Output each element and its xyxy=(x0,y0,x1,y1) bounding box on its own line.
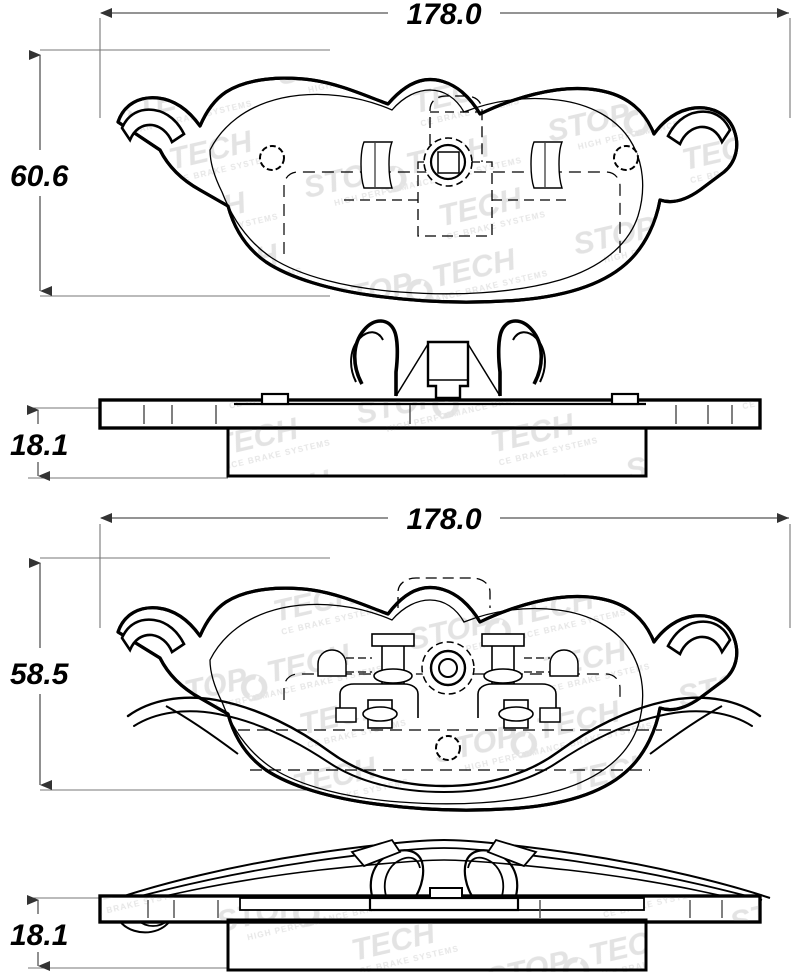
inner-edge-wire-lower xyxy=(125,847,763,901)
outer-pad-ear-notch-right xyxy=(666,110,732,146)
outer-pad-hole-right xyxy=(613,145,639,171)
outer-pad-slot-right xyxy=(530,141,564,189)
inner-edge-wire-upper xyxy=(117,838,771,899)
inner-edge-shim-center xyxy=(368,896,520,912)
inner-pad-side-detail-left xyxy=(317,649,372,677)
outer-pad-center-boss xyxy=(417,95,493,237)
inner-pad-clip-left xyxy=(335,633,419,729)
inner-edge-friction-block-overlay xyxy=(226,918,648,972)
clip-web-right xyxy=(467,343,501,397)
clip-center-tab xyxy=(426,340,470,400)
inner-pad-outline-overlay xyxy=(116,585,739,812)
inner-pad-clip-right xyxy=(477,633,561,729)
outer-pad-ear-notch-left xyxy=(120,108,186,144)
dimension-label-lower-width: 178.0 xyxy=(406,503,481,536)
outer-edge-tab-right xyxy=(610,392,640,406)
dimension-lower-width: 178.0 xyxy=(99,503,791,628)
inner-edge-center-tab xyxy=(429,887,463,899)
inner-pad-ear-notch-left xyxy=(120,618,186,654)
dimension-label-top-height: 60.6 xyxy=(10,160,69,193)
clip-arm-right-inner xyxy=(512,331,546,383)
inner-pad-center-tab xyxy=(397,577,491,608)
clip-arm-right xyxy=(496,319,544,396)
dimension-label-top-width: 178.0 xyxy=(406,0,481,31)
inner-edge-wire-third xyxy=(139,859,749,903)
view-anti-rattle-clip xyxy=(350,319,546,400)
dimension-label-lower-thickness: 18.1 xyxy=(10,919,68,952)
inner-pad-wire-spring-outer xyxy=(126,696,762,788)
inner-pad-side-detail-right xyxy=(524,649,579,677)
outer-pad-slot-left xyxy=(360,141,394,189)
clip-arm-left-inner xyxy=(350,331,384,383)
inner-center-hole-bore xyxy=(438,658,458,678)
dimension-top-height: 60.6 xyxy=(10,49,330,297)
center-hole-square-insert xyxy=(437,151,460,174)
inner-pad-lower-hole xyxy=(435,735,461,761)
inner-edge-center-clips xyxy=(350,838,538,897)
clip-web-left xyxy=(395,343,429,397)
dimension-top-width: 178.0 xyxy=(99,0,791,118)
outer-edge-tab-left xyxy=(260,392,290,406)
dimension-label-upper-thickness: 18.1 xyxy=(10,429,68,462)
inner-pad-friction-contour xyxy=(209,599,644,805)
clip-arm-left xyxy=(352,319,400,396)
inner-pad-wire-hook-left xyxy=(165,705,239,755)
center-boss-tab xyxy=(429,95,483,162)
dimension-label-lower-height: 58.5 xyxy=(10,658,70,691)
inner-pad-wire-hook-right xyxy=(649,705,723,755)
dimension-lower-thickness: 18.1 xyxy=(10,895,228,971)
dimension-upper-thickness: 18.1 xyxy=(10,405,228,481)
outer-pad-hole-left xyxy=(259,145,285,171)
inner-pad-wire-spring-inner xyxy=(133,710,753,794)
dimension-lower-height: 58.5 xyxy=(10,557,330,791)
outer-edge-backing-plate-overlay xyxy=(98,398,762,430)
outer-pad-outline-overlay xyxy=(116,76,739,304)
inner-pad-ear-notch-right xyxy=(666,620,732,656)
